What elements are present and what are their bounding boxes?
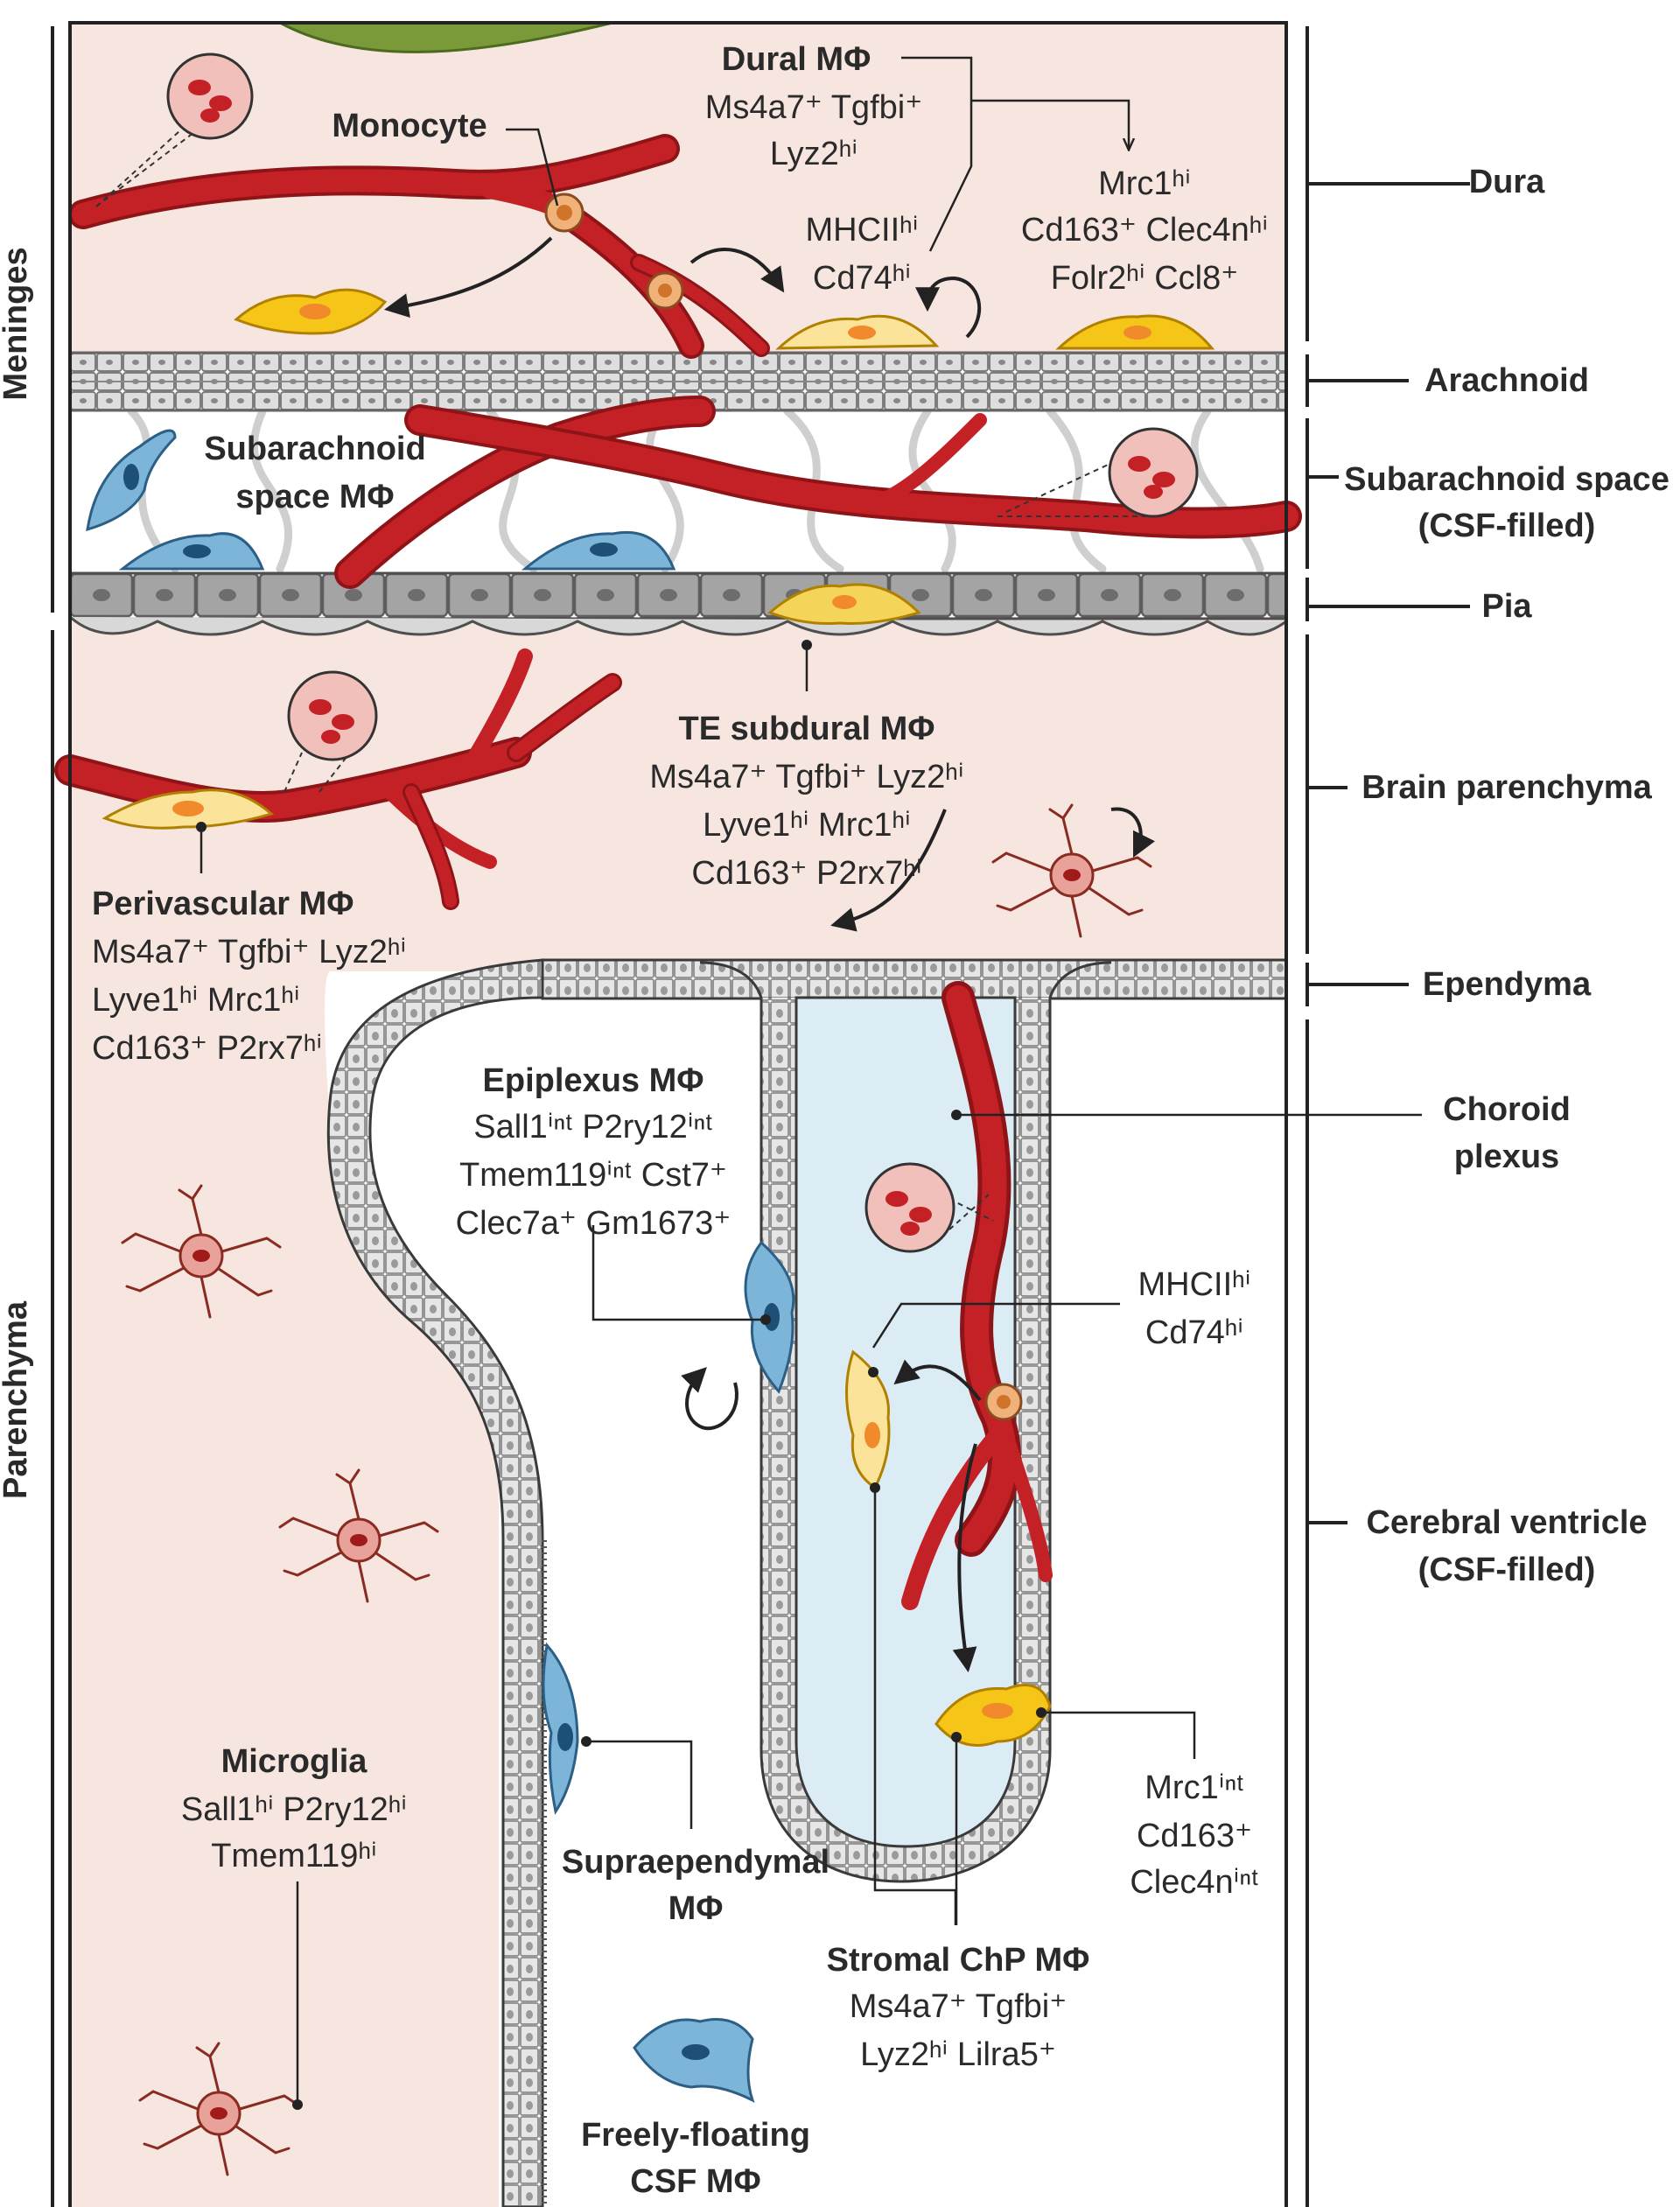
label-supraependymal-l1: Supraependymal bbox=[562, 1844, 830, 1881]
label-stromal-l2: Lyz2ʰⁱ Lilra5⁺ bbox=[860, 2036, 1056, 2073]
label-subarachnoid-l2: space MΦ bbox=[235, 479, 394, 515]
label-te-subdural-l3: Cd163⁺ P2rx7ʰⁱ bbox=[691, 855, 921, 892]
label-dural-mhc-l2: Cd74ʰⁱ bbox=[813, 260, 911, 297]
label-chp-mhc-l1: MHCIIʰⁱ bbox=[1138, 1266, 1250, 1303]
label-dural-mrc-l2: Cd163⁺ Clec4nʰⁱ bbox=[1021, 212, 1268, 249]
region-parenchyma: Parenchyma bbox=[0, 1300, 34, 1499]
layer-choroid-plexus: plexus bbox=[1454, 1139, 1559, 1175]
layer-choroid: Choroid bbox=[1443, 1091, 1571, 1128]
label-floating-l1: Freely-floating bbox=[581, 2117, 810, 2154]
layer-ventricle-csf: (CSF-filled) bbox=[1418, 1552, 1596, 1588]
layer-subarachnoid-csf: (CSF-filled) bbox=[1418, 508, 1596, 544]
label-supraependymal-l2: MΦ bbox=[668, 1890, 724, 1927]
label-perivascular-l2: Lyve1ʰⁱ Mrc1ʰⁱ bbox=[92, 982, 300, 1019]
label-chp-mrc-l3: Clec4nⁱⁿᵗ bbox=[1130, 1864, 1258, 1901]
layer-brain-parenchyma: Brain parenchyma bbox=[1362, 769, 1652, 806]
region-meninges: Meninges bbox=[0, 247, 34, 400]
label-monocyte: Monocyte bbox=[332, 108, 486, 144]
label-floating-l2: CSF MΦ bbox=[630, 2163, 760, 2200]
label-chp-mrc-l1: Mrc1ⁱⁿᵗ bbox=[1144, 1769, 1243, 1806]
layer-arachnoid: Arachnoid bbox=[1424, 362, 1589, 399]
label-epiplexus-l3: Clec7a⁺ Gm1673⁺ bbox=[456, 1205, 732, 1242]
layer-pia: Pia bbox=[1481, 588, 1532, 625]
label-dural-title: Dural MΦ bbox=[722, 41, 872, 78]
label-microglia-l1: Sall1ʰⁱ P2ry12ʰⁱ bbox=[181, 1791, 407, 1828]
layer-dura: Dura bbox=[1469, 164, 1545, 200]
label-perivascular-l1: Ms4a7⁺ Tgfbi⁺ Lyz2ʰⁱ bbox=[92, 934, 406, 970]
label-epiplexus-l1: Sall1ⁱⁿᵗ P2ry12ⁱⁿᵗ bbox=[473, 1109, 712, 1146]
layer-cerebral-ventricle: Cerebral ventricle bbox=[1366, 1504, 1647, 1541]
choroid-plexus bbox=[700, 963, 1111, 1881]
label-perivascular-title: Perivascular MΦ bbox=[92, 886, 354, 922]
label-dural-l1: Ms4a7⁺ Tgfbi⁺ bbox=[705, 89, 923, 126]
label-perivascular-l3: Cd163⁺ P2rx7ʰⁱ bbox=[92, 1030, 322, 1067]
label-dural-l2: Lyz2ʰⁱ bbox=[770, 136, 858, 172]
label-te-subdural-l1: Ms4a7⁺ Tgfbi⁺ Lyz2ʰⁱ bbox=[649, 759, 963, 795]
label-stromal-l1: Ms4a7⁺ Tgfbi⁺ bbox=[850, 1988, 1068, 2025]
label-chp-mrc-l2: Cd163⁺ bbox=[1137, 1818, 1252, 1854]
label-chp-mhc-l2: Cd74ʰⁱ bbox=[1145, 1314, 1243, 1351]
label-dural-mrc-l1: Mrc1ʰⁱ bbox=[1098, 165, 1191, 202]
label-subarachnoid-l1: Subarachnoid bbox=[204, 431, 425, 467]
label-stromal-title: Stromal ChP MΦ bbox=[827, 1942, 1090, 1979]
label-epiplexus-l2: Tmem119ⁱⁿᵗ Cst7⁺ bbox=[459, 1157, 727, 1194]
layer-subarachnoid: Subarachnoid space bbox=[1344, 461, 1670, 498]
label-microglia-title: Microglia bbox=[221, 1743, 368, 1780]
pia-membrane bbox=[70, 573, 1286, 619]
label-dural-mrc-l3: Folr2ʰⁱ Ccl8⁺ bbox=[1051, 260, 1239, 297]
label-dural-mhc-l1: MHCIIʰⁱ bbox=[805, 212, 918, 249]
layer-ependyma: Ependyma bbox=[1423, 966, 1592, 1003]
label-epiplexus-title: Epiplexus MΦ bbox=[483, 1062, 704, 1099]
label-te-subdural-title: TE subdural MΦ bbox=[679, 711, 935, 747]
label-te-subdural-l2: Lyve1ʰⁱ Mrc1ʰⁱ bbox=[703, 807, 911, 844]
label-microglia-l2: Tmem119ʰⁱ bbox=[211, 1838, 377, 1874]
